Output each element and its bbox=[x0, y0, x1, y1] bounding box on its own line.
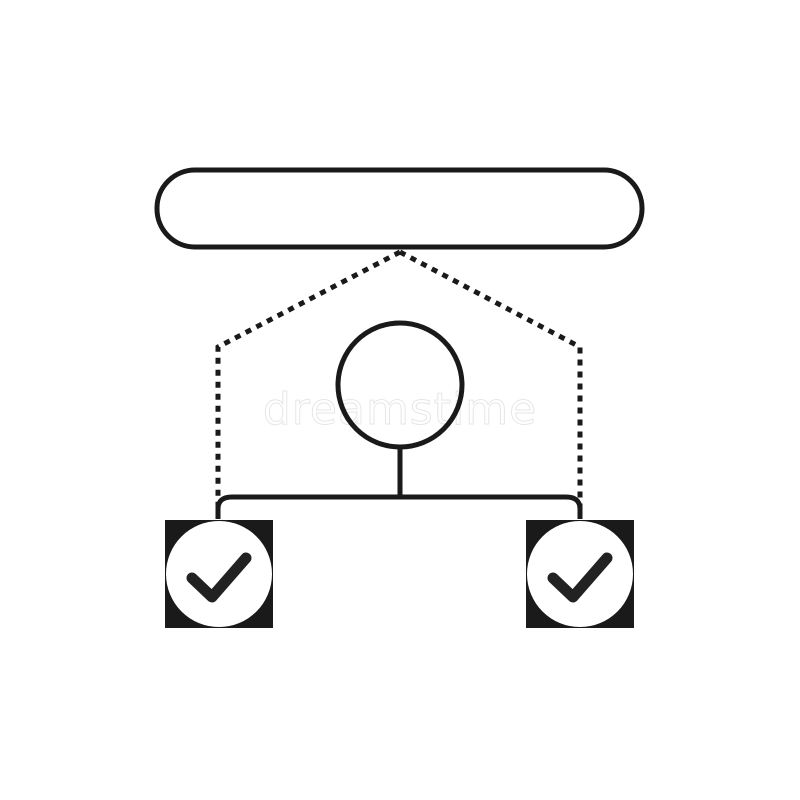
branch-connector-line bbox=[215, 494, 583, 519]
center-node-circle bbox=[335, 320, 465, 450]
dotted-connector-right bbox=[398, 249, 583, 510]
right-box-circle bbox=[527, 521, 633, 627]
left-box-circle bbox=[166, 521, 272, 627]
dotted-connector-left bbox=[215, 249, 402, 510]
left-check-box-icon bbox=[165, 520, 273, 628]
right-check-icon bbox=[547, 552, 613, 603]
right-check-box-icon bbox=[526, 520, 634, 628]
top-bar-shape bbox=[154, 167, 645, 250]
left-check-icon bbox=[186, 552, 252, 603]
